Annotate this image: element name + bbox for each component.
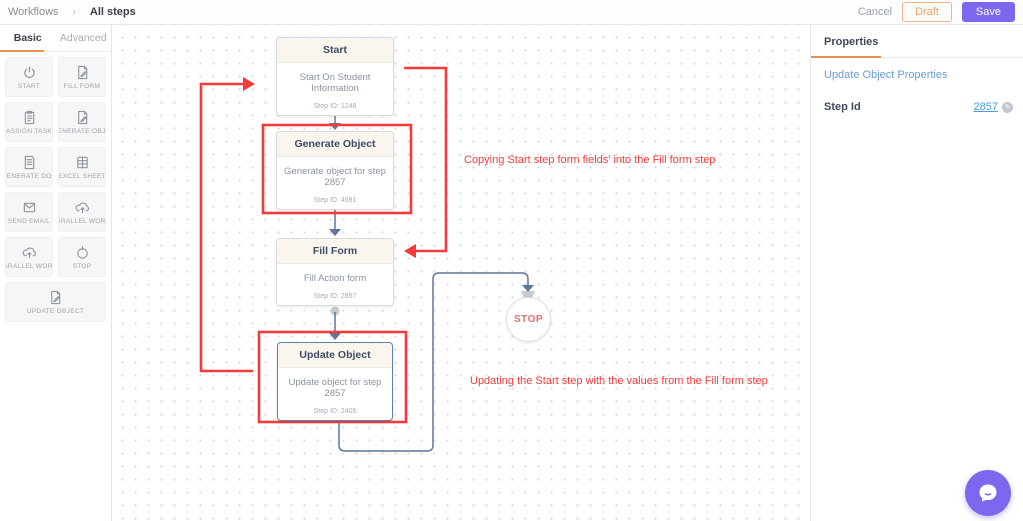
step-palette-sidebar: Basic Advanced START FILL FORM ASSIGN TA…: [0, 25, 112, 521]
breadcrumb-workflows[interactable]: Workflows: [8, 6, 59, 18]
envelope-icon: [23, 202, 35, 212]
palette-item-send-email[interactable]: SEND EMAIL: [5, 192, 53, 232]
palette-item-start[interactable]: START: [5, 57, 53, 97]
tab-basic[interactable]: Basic: [0, 25, 56, 52]
cancel-button[interactable]: Cancel: [857, 6, 893, 18]
palette-item-label: FILL FORM: [63, 82, 101, 90]
property-row-step-id: Step Id 2857 ✎: [811, 92, 1023, 122]
document-icon: [24, 155, 34, 169]
node-description: Generate object for step 2857: [284, 166, 386, 188]
form-pencil-icon: [77, 65, 87, 79]
step-id-value-link[interactable]: 2857: [973, 101, 998, 113]
palette-item-label: GENERATE OBJ...: [59, 127, 106, 135]
palette-item-label: SEND EMAIL: [7, 217, 51, 225]
connector-layer: [199, 66, 535, 452]
node-title: Fill Form: [277, 239, 393, 264]
node-step-id: Step ID: 2405: [313, 408, 357, 415]
node-start[interactable]: Start Start On Student Information Step …: [276, 37, 394, 116]
palette-item-label: PARALLEL WOR...: [6, 262, 53, 270]
properties-panel: Properties Update Object Properties Step…: [810, 25, 1023, 521]
palette-item-label: ASSIGN TASK: [5, 127, 53, 135]
workflow-canvas[interactable]: Start Start On Student Information Step …: [112, 25, 810, 521]
node-title: Update Object: [278, 343, 392, 368]
node-fill-form[interactable]: Fill Form Fill Action form Step ID: 2857: [276, 238, 394, 306]
annotation-text-copy: Copying Start step form fields' into the…: [464, 154, 716, 166]
node-step-id: Step ID: 4691: [313, 197, 357, 204]
topbar-actions: Cancel Draft Save: [858, 2, 1015, 22]
annotation-box-update-object: [257, 330, 408, 424]
save-button[interactable]: Save: [961, 2, 1015, 22]
annotation-arrows: [199, 66, 448, 424]
node-description: Fill Action form: [303, 273, 367, 284]
palette-item-update-object[interactable]: UPDATE OBJECT: [5, 282, 106, 322]
cloud-upload-icon: [75, 202, 89, 213]
sidebar-tabs: Basic Advanced: [0, 25, 111, 52]
palette-item-stop[interactable]: STOP: [58, 237, 106, 277]
step-id-label: Step Id: [824, 101, 861, 113]
chat-widget-button[interactable]: [965, 470, 1011, 516]
palette-item-generate-doc[interactable]: GENERATE DOC: [5, 147, 53, 187]
palette-item-label: STOP: [72, 262, 92, 270]
node-description: Start On Student Information: [299, 72, 371, 94]
tab-advanced[interactable]: Advanced: [59, 32, 107, 44]
node-step-id: Step ID: 2857: [313, 293, 357, 300]
power-icon: [23, 65, 35, 78]
palette-item-parallel-workflow-2[interactable]: PARALLEL WOR...: [5, 237, 53, 277]
stop-circle-icon: [76, 245, 88, 259]
node-title: Generate Object: [277, 132, 393, 157]
palette-item-label: PARALLEL WOR...: [59, 217, 106, 225]
palette-item-assign-task[interactable]: ASSIGN TASK: [5, 102, 53, 142]
palette-item-parallel-workflow-1[interactable]: PARALLEL WOR...: [58, 192, 106, 232]
chat-bubble-icon: [979, 484, 997, 502]
cloud-upload-icon: [22, 247, 36, 258]
tab-properties[interactable]: Properties: [811, 25, 1023, 58]
palette-item-excel-sheet[interactable]: EXCEL SHEET: [58, 147, 106, 187]
palette-item-label: GENERATE DOC: [5, 172, 52, 180]
properties-section-title: Update Object Properties: [824, 69, 948, 81]
node-step-id: Step ID: 1248: [313, 103, 357, 110]
annotation-text-update: Updating the Start step with the values …: [470, 375, 768, 387]
form-pencil-icon: [77, 110, 87, 124]
breadcrumb-all-steps: All steps: [89, 6, 136, 18]
clipboard-icon: [24, 110, 34, 124]
spreadsheet-icon: [76, 156, 88, 168]
node-description: Update object for step 2857: [288, 377, 382, 399]
palette-item-generate-object[interactable]: GENERATE OBJ...: [58, 102, 106, 142]
node-update-object[interactable]: Update Object Update object for step 285…: [277, 342, 393, 421]
palette-item-label: EXCEL SHEET: [58, 172, 106, 180]
breadcrumb-separator-icon: ›: [72, 6, 76, 18]
annotation-box-generate-object: [261, 123, 413, 215]
draft-button[interactable]: Draft: [902, 2, 952, 22]
annotation-arrowhead-right: [243, 77, 255, 91]
node-title: Start: [277, 38, 393, 63]
node-stop[interactable]: STOP: [506, 297, 551, 342]
palette-item-fill-form[interactable]: FILL FORM: [58, 57, 106, 97]
edit-icon[interactable]: ✎: [1002, 101, 1013, 113]
step-palette: START FILL FORM ASSIGN TASK GENERATE OBJ…: [0, 52, 111, 327]
stop-node-label: STOP: [513, 314, 544, 325]
annotation-arrowhead-left: [404, 244, 416, 258]
node-generate-object[interactable]: Generate Object Generate object for step…: [276, 131, 394, 210]
palette-item-label: START: [17, 82, 41, 90]
palette-item-label: UPDATE OBJECT: [26, 307, 85, 315]
form-pencil-icon: [51, 290, 61, 304]
top-bar: Workflows › All steps Cancel Draft Save: [0, 0, 1023, 25]
breadcrumb: Workflows › All steps: [8, 6, 136, 18]
